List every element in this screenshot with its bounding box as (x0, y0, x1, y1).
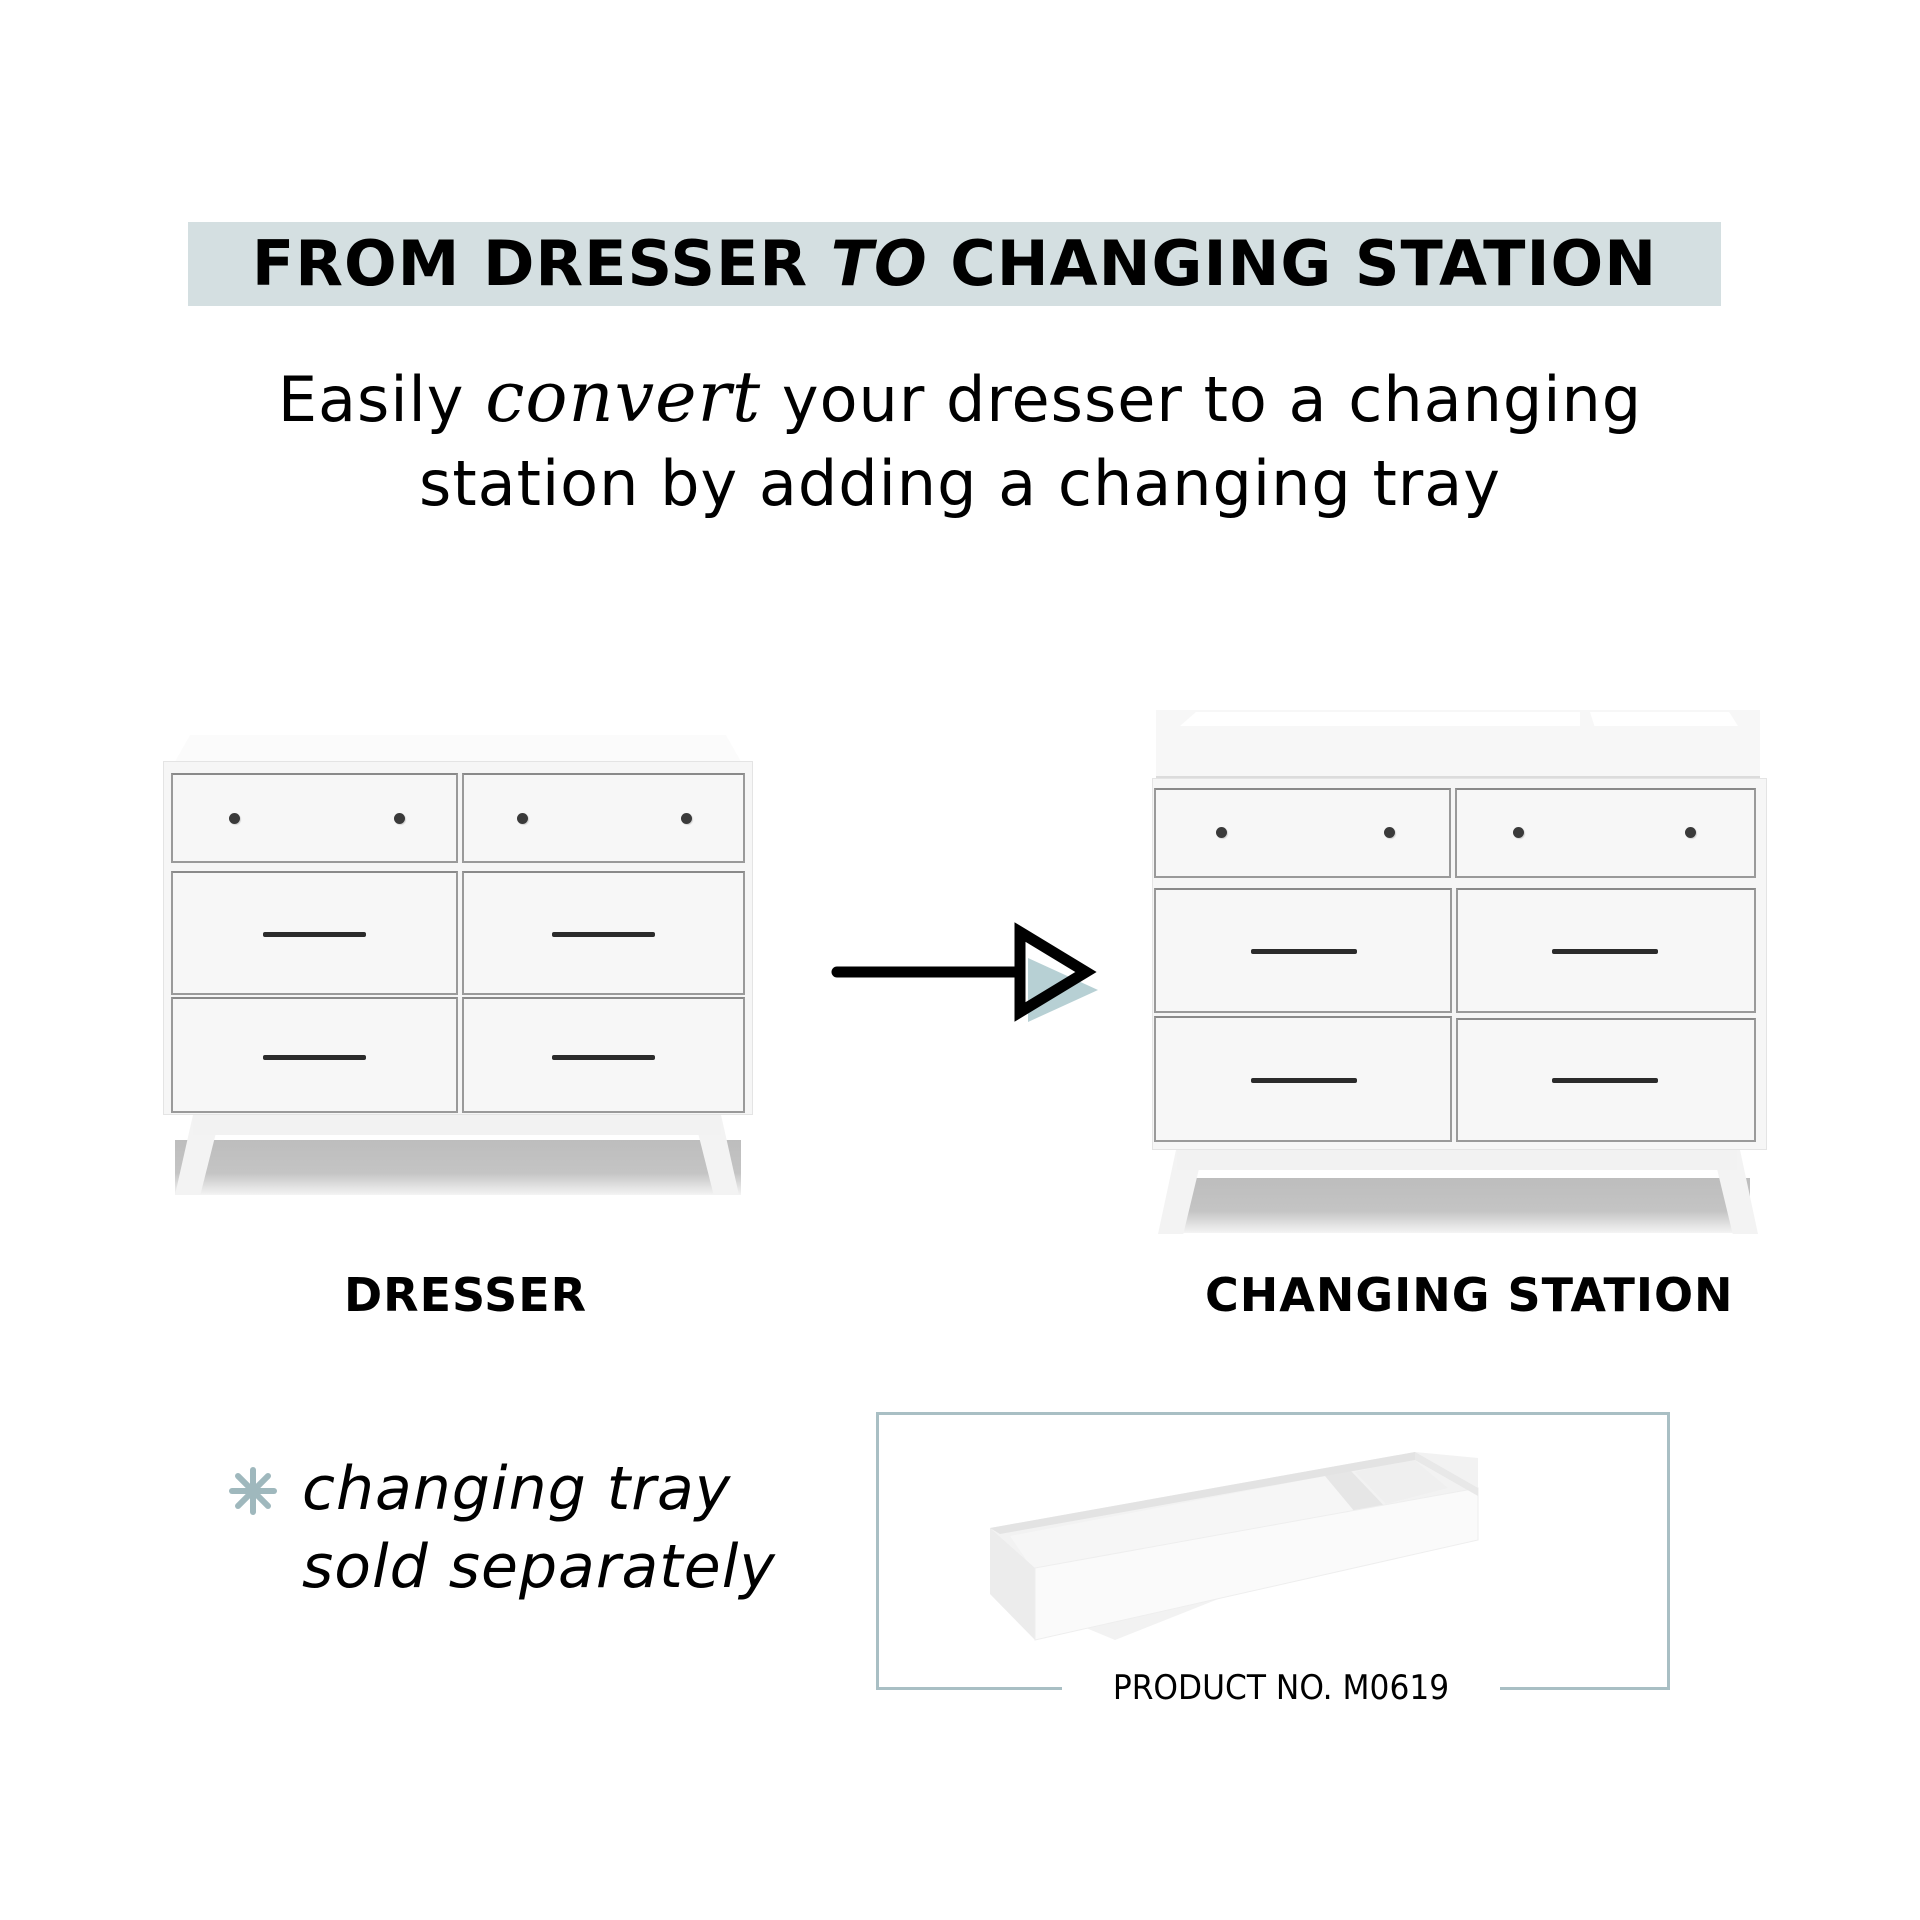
changing-station-image (1152, 708, 1770, 1238)
tray-main-compartment (1180, 712, 1580, 726)
footnote-line-1: changing tray (302, 1454, 732, 1524)
title-italic-word: TO (830, 227, 928, 300)
subtitle-line-1: Easily convert your dresser to a changin… (0, 355, 1920, 442)
title-band (188, 222, 1721, 306)
station-drawer-top-right (1455, 788, 1756, 878)
pull-handle-icon (1552, 949, 1658, 954)
dresser-top (173, 735, 743, 765)
pull-handle-icon (263, 1055, 366, 1060)
knob-icon (1216, 827, 1227, 838)
dresser-drawer-bottom-left (171, 997, 458, 1113)
dresser-drawer-bottom-right (462, 997, 745, 1113)
station-apron (1177, 1148, 1737, 1170)
subtitle-line-2: station by adding a changing tray (419, 447, 1501, 520)
pull-handle-icon (263, 932, 366, 937)
title-part-2: CHANGING STATION (927, 227, 1658, 300)
pull-handle-icon (552, 1055, 655, 1060)
station-drawer-top-left (1154, 788, 1451, 878)
asterisk-icon (229, 1467, 277, 1515)
footnote-text: changing tray sold separately (302, 1450, 776, 1606)
pull-handle-icon (1251, 1078, 1357, 1083)
title-part-1: FROM DRESSER (251, 227, 831, 300)
subtitle: Easily convert your dresser to a changin… (0, 355, 1920, 526)
dresser-image (163, 735, 753, 1200)
changing-tray-image (990, 1452, 1479, 1641)
product-number: PRODUCT NO. M0619 (1112, 1668, 1450, 1708)
subtitle-script-word: convert (485, 356, 762, 438)
knob-icon (1685, 827, 1696, 838)
dresser-label: DRESSER (344, 1268, 588, 1322)
page-title: FROM DRESSER TO CHANGING STATION (188, 222, 1721, 306)
dresser-apron (193, 1113, 721, 1135)
knob-icon (229, 813, 240, 824)
station-drawer-middle-left (1154, 888, 1452, 1013)
tray-side-compartment (1590, 712, 1738, 726)
station-drawer-bottom-left (1154, 1016, 1452, 1142)
subtitle-text: Easily (277, 363, 486, 436)
dresser-drawer-top-left (171, 773, 458, 863)
footnote-line-2: sold separately (302, 1532, 776, 1602)
dresser-drawer-top-right (462, 773, 745, 863)
dresser-drawer-middle-left (171, 871, 458, 995)
knob-icon (394, 813, 405, 824)
knob-icon (517, 813, 528, 824)
right-arrow-icon (831, 922, 1098, 1022)
changing-station-label: CHANGING STATION (1205, 1268, 1734, 1322)
frame-bottom-left-line (876, 1687, 1062, 1690)
knob-icon (1513, 827, 1524, 838)
station-drawer-bottom-right (1456, 1018, 1756, 1142)
knob-icon (681, 813, 692, 824)
frame-bottom-right-line (1500, 1687, 1670, 1690)
subtitle-text: your dresser to a changing (761, 363, 1643, 436)
pull-handle-icon (1552, 1078, 1658, 1083)
knob-icon (1384, 827, 1395, 838)
pull-handle-icon (552, 932, 655, 937)
tray-product-frame (876, 1412, 1670, 1690)
pull-handle-icon (1251, 949, 1357, 954)
station-drawer-middle-right (1456, 888, 1756, 1013)
dresser-drawer-middle-right (462, 871, 745, 995)
floor-shadow (1170, 1178, 1750, 1233)
floor-shadow (175, 1140, 741, 1195)
